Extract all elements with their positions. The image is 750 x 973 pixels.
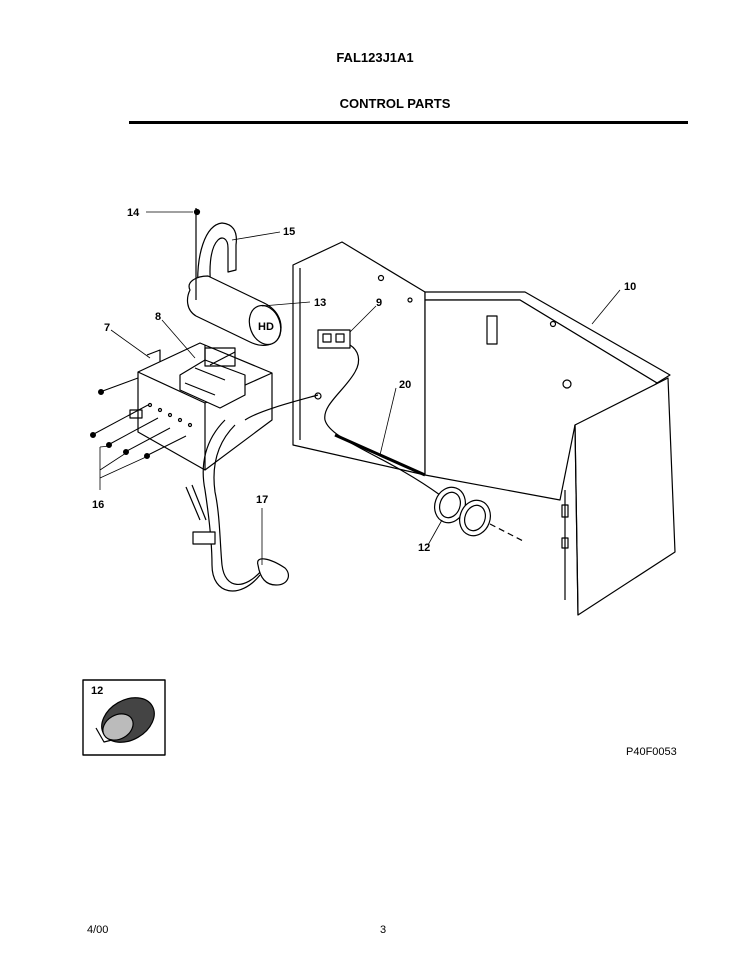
thermostat xyxy=(317,329,360,373)
callout-labels: 14 15 13 9 10 7 8 20 16 17 12 12 xyxy=(91,207,636,697)
leader-lines xyxy=(99,211,621,565)
inset-knob-detail xyxy=(82,679,166,756)
callout-14: 14 xyxy=(127,207,140,219)
callout-20: 20 xyxy=(399,379,411,391)
control-knobs xyxy=(434,486,526,543)
mounting-screws xyxy=(90,377,187,459)
footer-date: 4/00 xyxy=(87,924,109,936)
callout-15: 15 xyxy=(283,226,295,238)
inset-callout-12: 12 xyxy=(91,685,103,697)
capacitor: HD xyxy=(186,275,282,346)
callout-16: 16 xyxy=(92,499,104,511)
callout-13: 13 xyxy=(314,297,326,309)
callout-10: 10 xyxy=(624,281,636,293)
switch-assembly xyxy=(179,345,246,409)
callout-17: 17 xyxy=(256,494,268,506)
svg-text:HD: HD xyxy=(258,321,274,333)
model-number: FAL123J1A1 xyxy=(336,50,414,65)
callout-9: 9 xyxy=(376,297,382,309)
figure-code: P40F0053 xyxy=(626,746,677,758)
callout-7: 7 xyxy=(104,322,110,334)
power-cord xyxy=(185,419,289,592)
page-number: 3 xyxy=(380,924,387,936)
callout-8: 8 xyxy=(155,311,161,323)
section-title: CONTROL PARTS xyxy=(339,96,451,111)
title-rule xyxy=(129,121,688,124)
callout-12: 12 xyxy=(418,542,430,554)
control-housing xyxy=(292,241,676,616)
